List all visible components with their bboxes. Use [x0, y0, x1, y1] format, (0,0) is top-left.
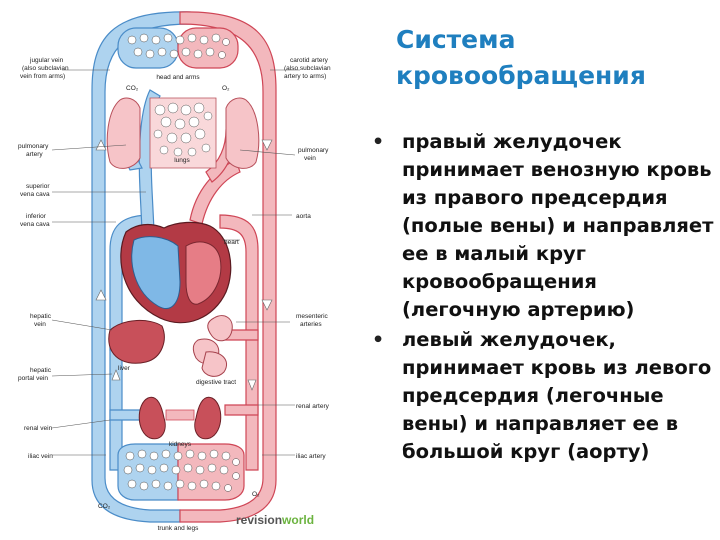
label-lungs: lungs: [174, 157, 190, 164]
slide-title: Система кровообращения: [396, 22, 716, 94]
label-renal-artery: renal artery: [296, 403, 330, 410]
label-aorta: aorta: [296, 213, 311, 220]
label-o2-bottom: O₂: [252, 491, 260, 498]
bullet-dot-icon: •: [372, 131, 385, 153]
bullet-item-right-ventricle: • правый желудочек принимает венозную кр…: [372, 128, 714, 324]
bullet-list: • правый желудочек принимает венозную кр…: [372, 128, 714, 468]
label-o2-top: O₂: [222, 85, 230, 92]
bullet-text: правый желудочек принимает венозную кров…: [402, 130, 714, 321]
label-heart: heart: [224, 239, 239, 246]
leader-lines: [51, 69, 300, 456]
lungs: [106, 97, 260, 169]
head-capillaries: [127, 33, 230, 59]
label-co2-top: CO₂: [126, 85, 139, 92]
brand-logo: revisionworld: [236, 513, 314, 527]
flow-arrows: [95, 139, 273, 391]
label-co2-bottom: CO₂: [98, 503, 111, 510]
digestive-tract: [192, 315, 233, 377]
label-iliac-vein: iliac vein: [28, 453, 53, 460]
liver: [108, 320, 165, 364]
label-digestive-tract: digestive tract: [196, 379, 236, 386]
label-liver: liver: [118, 365, 131, 372]
label-kidneys: kidneys: [169, 441, 192, 448]
slide-title-line-1: Система: [396, 25, 516, 54]
label-trunk-and-legs: trunk and legs: [158, 525, 200, 532]
label-iliac-artery: iliac artery: [296, 453, 326, 460]
bullet-item-left-ventricle: • левый желудочек, принимает кровь из ле…: [372, 326, 714, 466]
bullet-text: левый желудочек, принимает кровь из лево…: [402, 328, 712, 463]
kidneys: [138, 396, 222, 440]
slide-title-line-2: кровообращения: [396, 61, 646, 90]
label-renal-vein: renal vein: [24, 425, 53, 432]
label-head-and-arms: head and arms: [156, 74, 200, 81]
heart: [120, 221, 232, 324]
bullet-dot-icon: •: [372, 329, 385, 351]
leg-capillaries: [123, 449, 240, 492]
